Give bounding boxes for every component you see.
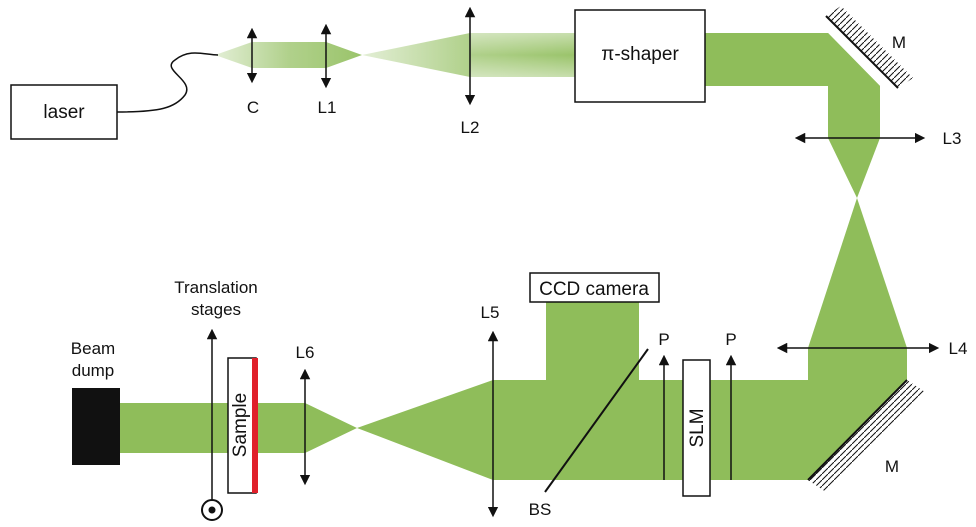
- optical-fiber: [116, 52, 219, 113]
- beam-l5-focus: [357, 380, 493, 480]
- beam-focus-l4: [808, 198, 907, 348]
- l4-label: L4: [949, 339, 968, 358]
- mirror-bottom-label: M: [885, 457, 899, 476]
- mirror-bottom: M: [807, 379, 925, 492]
- translation-stages-label-1: Translation: [174, 278, 257, 297]
- sample: Sample: [227, 357, 258, 494]
- beam-mirror-bs: [546, 380, 907, 480]
- mirror-top: M: [825, 6, 913, 89]
- translation-stage-out-of-plane-icon: [201, 499, 223, 521]
- l2-label: L2: [461, 118, 480, 137]
- beam-mirror-l3: [828, 33, 880, 138]
- slm: SLM: [682, 359, 711, 497]
- pi-shaper: π-shaper: [574, 9, 706, 103]
- laser: laser: [10, 84, 118, 140]
- beam-l3-focus: [828, 138, 880, 198]
- l3-label: L3: [943, 129, 962, 148]
- pi-shaper-label: π-shaper: [601, 44, 679, 65]
- beam-splitter: [544, 348, 649, 493]
- mirror-top-label: M: [892, 33, 906, 52]
- l5-label: L5: [481, 303, 500, 322]
- slm-label: SLM: [687, 408, 708, 447]
- translation-stages-label-2: stages: [191, 300, 241, 319]
- beam-splitter-label: BS: [529, 500, 552, 519]
- sample-label: Sample: [230, 393, 251, 457]
- beam-ccd-branch: [546, 302, 639, 380]
- beam-bs-l5: [493, 380, 553, 480]
- beam-c-l1: [215, 42, 362, 68]
- l1-label: L1: [318, 98, 337, 117]
- l6-label: L6: [296, 343, 315, 362]
- beam-dump-label-2: dump: [72, 361, 115, 380]
- ccd-camera-label: CCD camera: [539, 279, 649, 300]
- polarizer-left-label: P: [658, 330, 669, 349]
- laser-label: laser: [43, 102, 85, 123]
- beam-dump: [72, 388, 120, 465]
- polarizer-right-label: P: [725, 330, 736, 349]
- ccd-camera: CCD camera: [529, 272, 660, 303]
- beam-focus-l6: [305, 403, 357, 453]
- collimator-label: C: [247, 98, 259, 117]
- beam-dump-label-1: Beam: [71, 339, 115, 358]
